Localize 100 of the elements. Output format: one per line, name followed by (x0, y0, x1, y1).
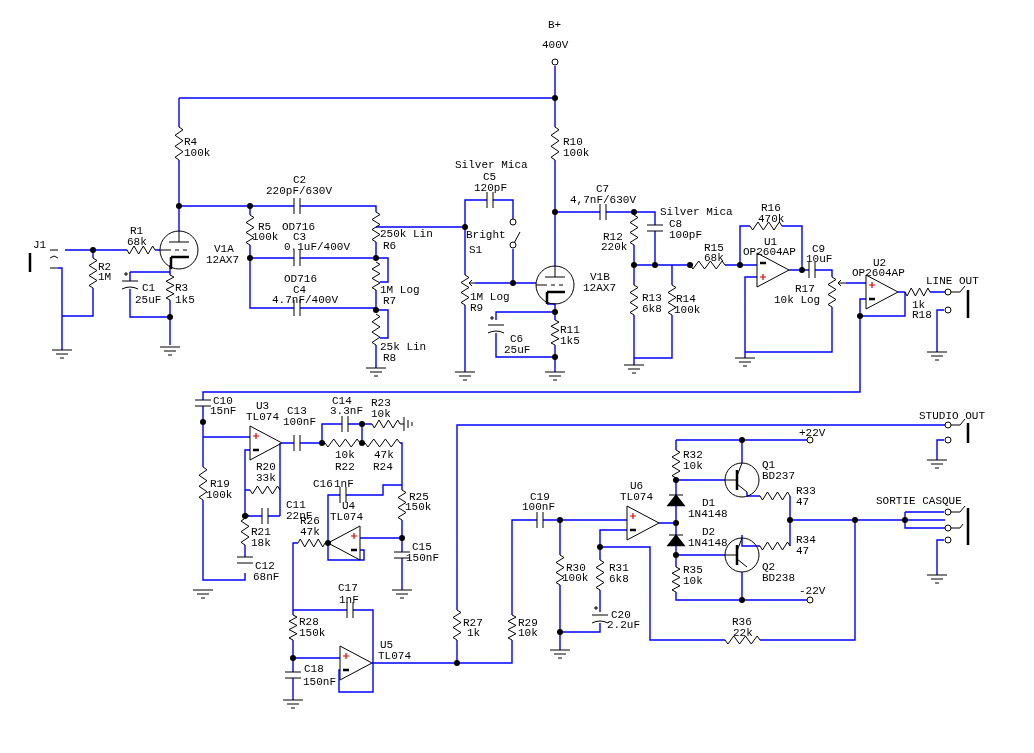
component-label: 1N4148 (688, 538, 728, 549)
component-label: U4 (342, 501, 356, 512)
component-label: R15 (704, 243, 724, 254)
component-label: 1nF (339, 595, 359, 606)
component-label: Silver Mica (455, 160, 528, 171)
component-label: 150nF (406, 553, 439, 564)
component-label: 10k (335, 450, 355, 461)
component-label: R7 (383, 296, 397, 307)
component-label: 10uF (806, 254, 833, 265)
component-label: R1 (130, 226, 144, 237)
component-label: R32 (683, 450, 703, 461)
component-label: 150nF (303, 677, 336, 688)
component-label: J1 (33, 240, 47, 251)
component-label: 10k (371, 409, 391, 420)
component-label: 10k Log (774, 295, 821, 306)
component-label: 150k (405, 502, 432, 513)
component-label: 22k (733, 628, 753, 639)
component-label: TL074 (378, 651, 411, 662)
component-label: TL074 (620, 492, 653, 503)
component-label: C3 (293, 232, 307, 243)
component-label: R5 (258, 222, 272, 233)
component-label: R30 (566, 563, 586, 574)
component-label: 12AX7 (583, 283, 616, 294)
component-label: 3.3nF (330, 406, 363, 417)
component-label: R10 (563, 137, 583, 148)
component-label: U2 (873, 258, 887, 269)
component-label: R28 (299, 617, 319, 628)
component-label: C14 (332, 396, 352, 407)
component-label: R20 (256, 462, 276, 473)
component-label: C11 (286, 500, 306, 511)
component-label: V1A (214, 244, 234, 255)
component-label: 47k (374, 450, 394, 461)
component-label: R24 (373, 462, 393, 473)
component-label: 120pF (474, 183, 507, 194)
component-label: STUDIO OUT (919, 411, 985, 422)
component-label: C18 (304, 664, 324, 675)
component-label: R17 (795, 284, 815, 295)
component-label: C1 (142, 283, 156, 294)
component-label: U5 (380, 640, 394, 651)
component-label: OD716 (284, 274, 317, 285)
component-label: 12AX7 (206, 255, 239, 266)
component-label: 33k (256, 473, 276, 484)
component-label: Q2 (762, 562, 776, 573)
component-label: R6 (383, 241, 397, 252)
component-label: 100k (184, 148, 211, 159)
component-label: C8 (669, 219, 683, 230)
component-label: OD716 (282, 222, 315, 233)
component-label: R31 (609, 563, 629, 574)
component-label: R8 (383, 353, 397, 364)
component-label: C12 (255, 561, 275, 572)
component-label: LINE OUT (926, 276, 979, 287)
component-label: S1 (469, 245, 483, 256)
component-label: 68nF (253, 572, 280, 583)
component-label: Bright (466, 230, 506, 241)
component-label: 1k (467, 628, 481, 639)
component-label: C9 (812, 244, 826, 255)
component-label: 10k (683, 576, 703, 587)
component-label: C6 (510, 334, 524, 345)
component-label: R36 (732, 617, 752, 628)
component-label: 1k5 (560, 336, 580, 347)
component-label: Silver Mica (660, 207, 733, 218)
component-label: 2.2uF (607, 620, 640, 631)
component-label: 1M Log (380, 285, 420, 296)
component-label: C13 (287, 406, 307, 417)
component-label: B+ (548, 20, 562, 31)
component-label: TL074 (246, 412, 279, 423)
component-label: D1 (702, 498, 716, 509)
component-label: R19 (210, 479, 230, 490)
component-label: V1B (590, 272, 610, 283)
component-label: -22V (799, 586, 826, 597)
component-label: R16 (761, 203, 781, 214)
component-label: C16 (313, 479, 333, 490)
component-label: 25uF (135, 295, 162, 306)
component-label: 1N4148 (688, 509, 728, 520)
component-label: 220k (601, 242, 628, 253)
component-label: R21 (251, 527, 271, 538)
component-label: 100k (252, 232, 279, 243)
component-label: R33 (796, 486, 816, 497)
component-label: SORTIE CASQUE (876, 496, 962, 507)
component-label: R11 (560, 325, 580, 336)
component-label: 4.7nF/400V (272, 295, 338, 306)
component-label: R14 (676, 294, 696, 305)
component-label: C7 (596, 184, 610, 195)
component-label: R25 (409, 492, 429, 503)
component-label: 470k (758, 214, 785, 225)
component-label: C4 (293, 285, 307, 296)
component-label: OP2604AP (852, 268, 905, 279)
component-label: U3 (256, 401, 270, 412)
component-label: R23 (371, 398, 391, 409)
component-label: 0.1uF/400V (284, 242, 350, 253)
component-label: R4 (184, 137, 198, 148)
component-label: 250k Lin (380, 229, 433, 240)
component-label: 25k Lin (380, 342, 427, 353)
component-label: 150k (299, 628, 326, 639)
component-label: U6 (630, 481, 644, 492)
component-label: C10 (213, 396, 233, 407)
component-label: 100k (206, 490, 233, 501)
component-label: U1 (764, 237, 778, 248)
component-label: 6k8 (609, 574, 629, 585)
component-label: 100pF (669, 230, 702, 241)
